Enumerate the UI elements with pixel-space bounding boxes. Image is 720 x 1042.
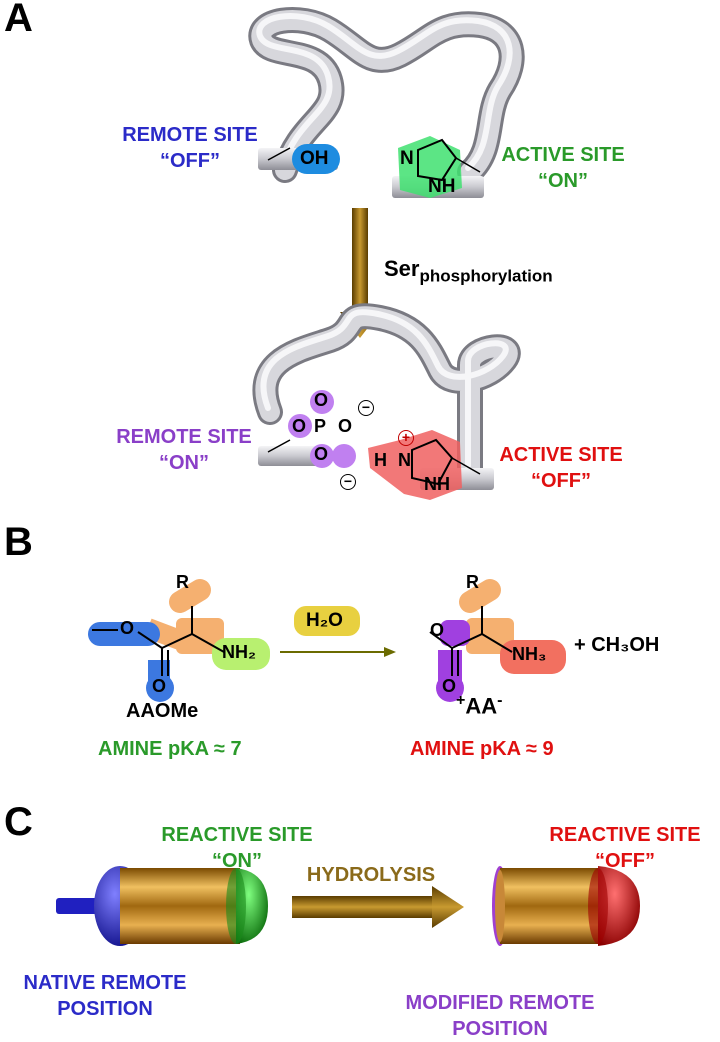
phosphate-p: P xyxy=(314,416,327,436)
hydrolysis-label: HYDROLYSIS xyxy=(306,864,436,886)
aa-plus-superscript: + xyxy=(456,692,466,709)
phosphate-o-bottom: O xyxy=(314,444,329,464)
panel-letter-b: B xyxy=(4,520,33,564)
serine-oh-highlight xyxy=(292,144,340,174)
reactive-state-off: “OFF” xyxy=(595,850,655,872)
remote-state-text: “OFF” xyxy=(160,150,220,172)
imidazole-n-label: N xyxy=(400,148,414,169)
phosphorylation-subscript: phosphorylation xyxy=(419,266,553,286)
phosphate-o-left: O xyxy=(292,416,307,436)
imidazolium-charge: + xyxy=(398,430,414,446)
modified-remote-position-label: MODIFIED REMOTE POSITION xyxy=(380,990,620,1042)
modified-cylinder xyxy=(492,866,640,946)
remote-site-text: REMOTE SITE xyxy=(122,124,258,146)
native-remote-text: NATIVE REMOTE xyxy=(23,972,187,994)
carbonyl-o-label: O xyxy=(152,676,167,696)
reactive-state-on: “ON” xyxy=(212,850,262,872)
panel-letter-c: C xyxy=(4,800,33,844)
imidazole-nh-label: NH xyxy=(428,176,456,197)
phosphate-charge-2: − xyxy=(340,474,356,490)
reactive-site-text-2: REACTIVE SITE xyxy=(549,824,701,846)
aaome-pka: AMINE pKA ≈ 7 xyxy=(98,738,242,760)
panel-letter-a: A xyxy=(4,0,33,40)
reactive-site-text: REACTIVE SITE xyxy=(161,824,313,846)
modified-remote-text: MODIFIED REMOTE xyxy=(405,992,595,1014)
ester-o-label: O xyxy=(120,618,135,638)
oh-label: OH xyxy=(300,148,329,169)
phosphate-charge-1: − xyxy=(358,400,374,416)
aaome-name: AAOMe xyxy=(126,700,199,722)
remote-site-off-label: REMOTE SITE “OFF” xyxy=(110,122,270,174)
aa-name: +AA- xyxy=(456,692,502,719)
r-group-label-2: R xyxy=(466,572,479,592)
phosphate-o-right: O xyxy=(338,416,353,436)
ser-phosphorylation-label: Serphosphorylation xyxy=(384,256,553,286)
active-site-text-2: ACTIVE SITE xyxy=(499,444,623,466)
phosphate-o-top: O xyxy=(314,390,329,410)
remote-site-on-label: REMOTE SITE “ON” xyxy=(104,424,264,476)
hydrolysis-arrow xyxy=(292,886,464,928)
methanol-byproduct: + CH₃OH xyxy=(574,634,660,656)
nh2-label: NH₂ xyxy=(222,642,256,662)
aa-pka: AMINE pKA ≈ 9 xyxy=(410,738,554,760)
ser-text: Ser xyxy=(384,256,420,281)
serine-bond xyxy=(267,147,291,161)
water-reagent-label: H₂O xyxy=(306,610,343,631)
r-group-label: R xyxy=(176,572,189,592)
reaction-arrow xyxy=(280,606,396,657)
protein-tube-top xyxy=(248,7,525,198)
modified-position-text: POSITION xyxy=(452,1018,548,1040)
remote-state-text-2: “ON” xyxy=(159,452,209,474)
reactive-site-off-label: REACTIVE SITE “OFF” xyxy=(530,822,720,874)
nh3-label: NH₃ xyxy=(512,644,547,664)
active-site-on-label: ACTIVE SITE “ON” xyxy=(488,142,638,194)
active-state-text-2: “OFF” xyxy=(531,470,591,492)
reactive-site-on-label: REACTIVE SITE “ON” xyxy=(142,822,332,874)
native-cylinder xyxy=(56,866,268,946)
remote-site-text-2: REMOTE SITE xyxy=(116,426,252,448)
aa-zwitterion-structure xyxy=(429,579,566,702)
aa-minus-superscript: - xyxy=(497,692,503,709)
phosphate-highlight-purple xyxy=(267,390,356,468)
carboxyl-o-label: O xyxy=(442,676,457,696)
active-site-off-label: ACTIVE SITE “OFF” xyxy=(486,442,636,494)
active-state-text: “ON” xyxy=(538,170,588,192)
imidazole-nh-label-2: NH xyxy=(424,474,450,494)
aaome-structure xyxy=(88,579,270,702)
carboxylate-o-label: O xyxy=(430,620,445,640)
native-position-text: POSITION xyxy=(57,998,153,1020)
imidazole-highlight-green xyxy=(398,136,481,198)
native-remote-position-label: NATIVE REMOTE POSITION xyxy=(10,970,200,1022)
active-site-text: ACTIVE SITE xyxy=(501,144,625,166)
imidazole-highlight-red xyxy=(368,430,481,500)
proton-h-label: H xyxy=(374,450,387,470)
aa-text: AA xyxy=(465,693,498,719)
imidazole-n-label-2: N xyxy=(398,450,411,470)
